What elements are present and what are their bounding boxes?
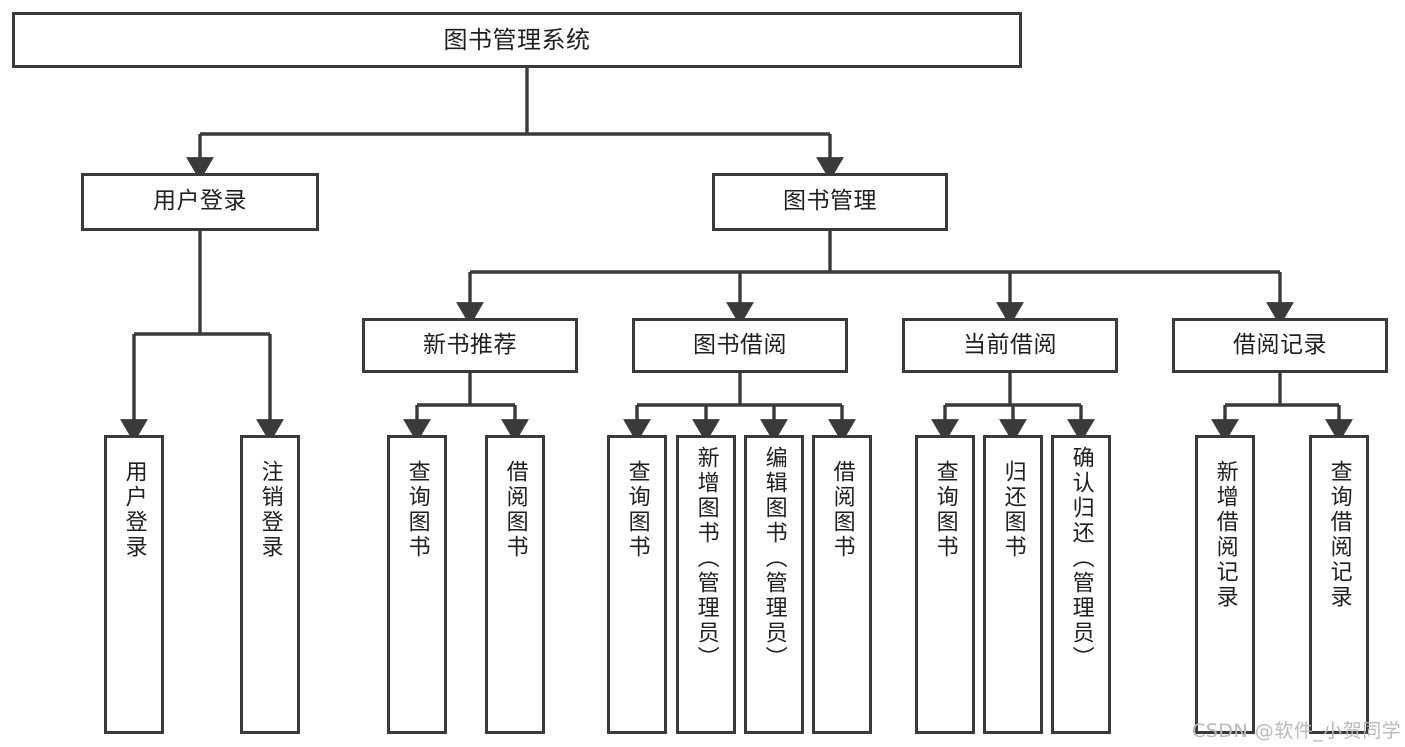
node-user-login[interactable]: 用户登录 bbox=[81, 173, 319, 231]
node-root-system[interactable]: 图书管理系统 bbox=[12, 12, 1022, 68]
leaf-query-book-recommend[interactable]: 查询图书 bbox=[387, 435, 447, 734]
node-current-borrow[interactable]: 当前借阅 bbox=[902, 318, 1118, 373]
node-label: 新增图书（管理员） bbox=[693, 446, 719, 671]
node-label: 归还图书 bbox=[1000, 460, 1026, 560]
node-label: 查询借阅记录 bbox=[1326, 460, 1352, 610]
node-label: 图书管理 bbox=[783, 188, 877, 215]
node-label: 借阅记录 bbox=[1233, 331, 1327, 358]
leaf-edit-book-admin[interactable]: 编辑图书（管理员） bbox=[744, 435, 804, 734]
node-label: 借阅图书 bbox=[829, 460, 855, 560]
leaf-add-borrow-record[interactable]: 新增借阅记录 bbox=[1195, 435, 1255, 734]
leaf-query-book-borrow[interactable]: 查询图书 bbox=[607, 435, 667, 734]
node-label: 借阅图书 bbox=[502, 460, 528, 560]
node-label: 查询图书 bbox=[624, 460, 650, 560]
leaf-query-book-current[interactable]: 查询图书 bbox=[915, 435, 975, 734]
node-label: 用户登录 bbox=[153, 188, 247, 215]
node-new-book-recommend[interactable]: 新书推荐 bbox=[362, 318, 578, 373]
leaf-borrow-book-recommend[interactable]: 借阅图书 bbox=[485, 435, 545, 734]
leaf-query-borrow-record[interactable]: 查询借阅记录 bbox=[1309, 435, 1369, 734]
node-borrow-record[interactable]: 借阅记录 bbox=[1172, 318, 1388, 373]
node-label: 确认归还（管理员） bbox=[1068, 446, 1094, 671]
node-label: 图书借阅 bbox=[693, 331, 787, 358]
leaf-user-logout[interactable]: 注销登录 bbox=[240, 435, 300, 734]
leaf-confirm-return-admin[interactable]: 确认归还（管理员） bbox=[1051, 435, 1111, 734]
csdn-watermark: CSDN @软件_小贺同学 bbox=[1192, 720, 1402, 742]
node-label: 注销登录 bbox=[257, 460, 283, 560]
node-label: 查询图书 bbox=[932, 460, 958, 560]
node-label: 当前借阅 bbox=[963, 331, 1057, 358]
node-label: 用户登录 bbox=[121, 460, 147, 560]
leaf-add-book-admin[interactable]: 新增图书（管理员） bbox=[676, 435, 736, 734]
leaf-user-login[interactable]: 用户登录 bbox=[104, 435, 164, 734]
leaf-borrow-book[interactable]: 借阅图书 bbox=[812, 435, 872, 734]
node-label: 编辑图书（管理员） bbox=[761, 446, 787, 671]
node-label: 查询图书 bbox=[404, 460, 430, 560]
node-book-borrow[interactable]: 图书借阅 bbox=[632, 318, 848, 373]
node-book-manage[interactable]: 图书管理 bbox=[712, 173, 948, 231]
leaf-return-book[interactable]: 归还图书 bbox=[983, 435, 1043, 734]
node-label: 图书管理系统 bbox=[443, 25, 591, 54]
node-label: 新增借阅记录 bbox=[1212, 460, 1238, 610]
node-label: 新书推荐 bbox=[423, 331, 517, 358]
